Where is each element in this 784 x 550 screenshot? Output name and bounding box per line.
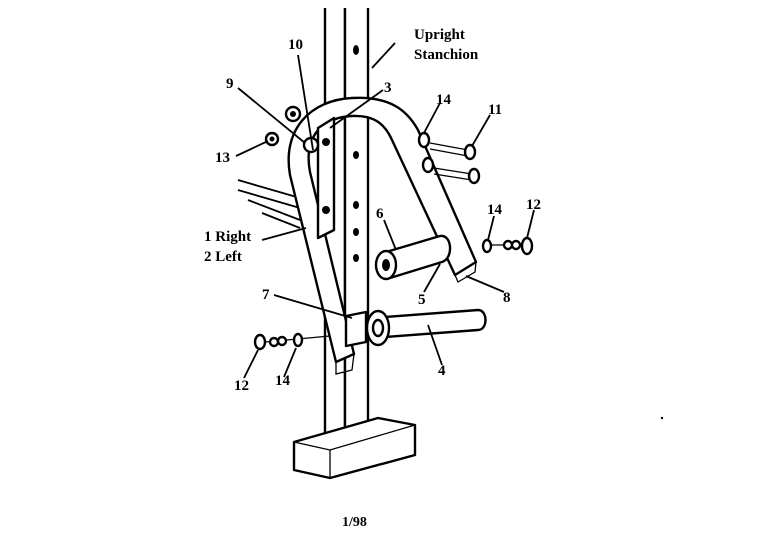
label-1-right: 1 Right <box>204 229 251 245</box>
label-part-6: 6 <box>376 206 384 222</box>
leader-lines <box>235 42 535 379</box>
left-bolt <box>253 332 331 351</box>
label-part-12-left: 12 <box>234 378 249 394</box>
label-part-14-upper: 14 <box>436 92 452 108</box>
roller-upper <box>374 234 452 281</box>
label-part-3: 3 <box>384 80 392 96</box>
upper-bolts <box>417 131 481 185</box>
label-part-4: 4 <box>438 363 446 379</box>
right-bolt <box>481 236 534 256</box>
footer-date: 1/98 <box>342 515 367 530</box>
label-part-11: 11 <box>488 102 502 118</box>
stray-dot <box>660 416 664 420</box>
axle-lower <box>344 308 487 348</box>
hinge-plate <box>316 116 336 240</box>
label-2-left: 2 Left <box>204 249 242 265</box>
label-upright: Upright <box>414 27 465 43</box>
label-part-7: 7 <box>262 287 270 303</box>
label-part-9: 9 <box>226 76 234 92</box>
side-rails <box>237 179 301 229</box>
label-part-14-left: 14 <box>275 373 291 389</box>
label-stanchion: Stanchion <box>414 47 479 63</box>
label-part-12-right: 12 <box>526 197 541 213</box>
label-part-8: 8 <box>503 290 511 306</box>
label-part-14-right: 14 <box>487 202 503 218</box>
label-part-10: 10 <box>288 37 303 53</box>
label-part-13: 13 <box>215 150 230 166</box>
base-foot <box>292 416 417 480</box>
part-labels: Upright Stanchion 10 9 3 14 11 13 6 14 1… <box>204 27 541 394</box>
pivot-hardware-left <box>264 105 320 154</box>
label-part-5: 5 <box>418 292 426 308</box>
